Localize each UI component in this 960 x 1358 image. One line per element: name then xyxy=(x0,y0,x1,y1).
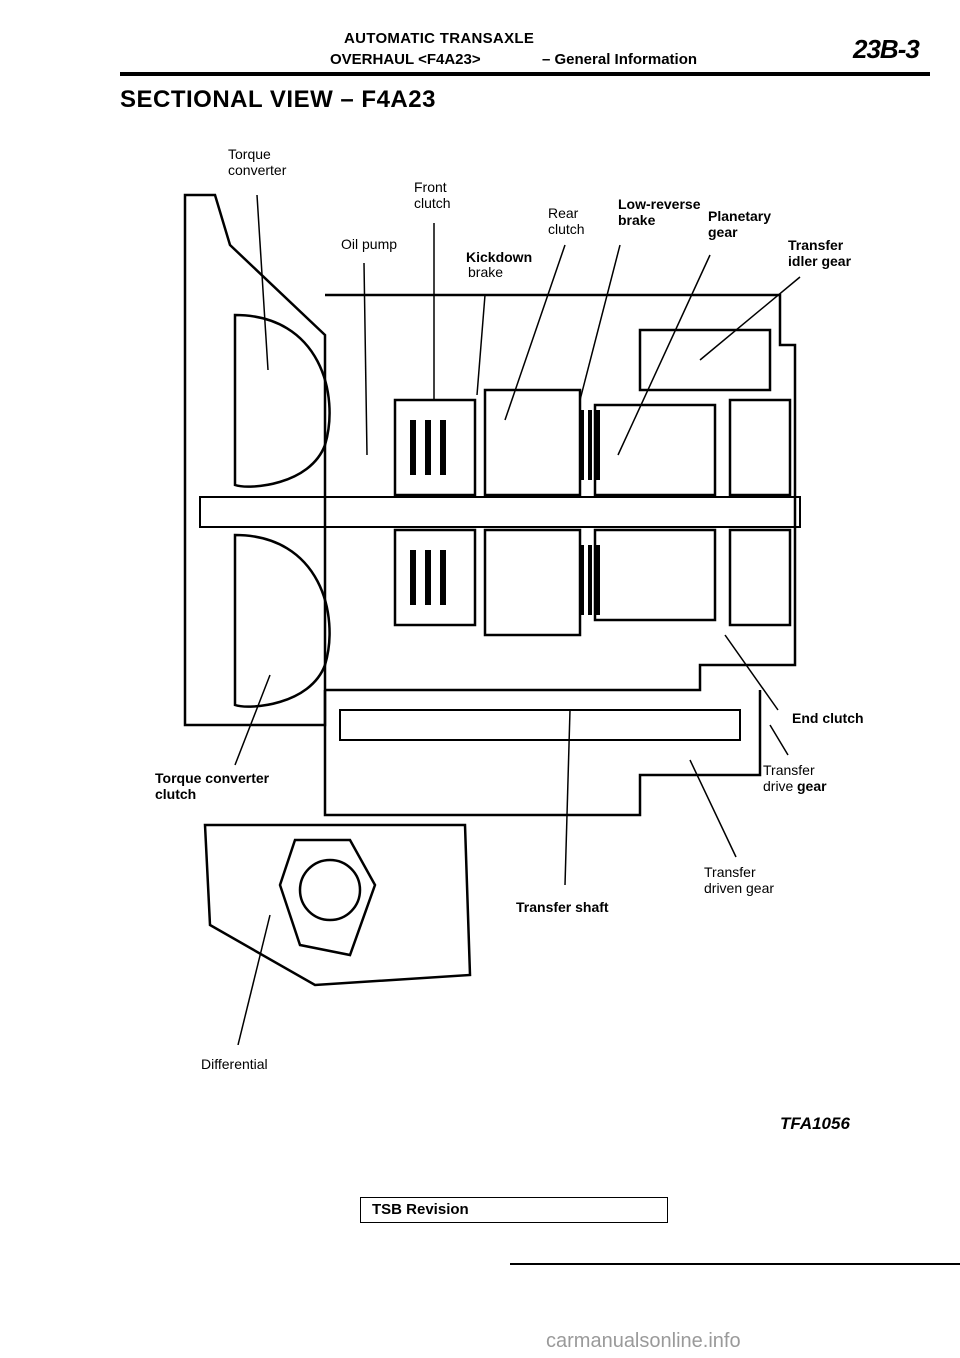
label-transfer-drive-gear: gear xyxy=(797,778,827,794)
header-title: AUTOMATIC TRANSAXLE xyxy=(344,30,535,47)
label-torque-converter-clutch: Torque converter clutch xyxy=(155,770,270,802)
label-end-clutch: End clutch xyxy=(792,710,864,726)
label-kickdown-brake: brake xyxy=(468,264,504,280)
label-front-clutch: Front clutch xyxy=(414,179,451,211)
label-transfer-drive: Transfer drive xyxy=(763,762,815,794)
label-low-reverse-brake: Low-reverse brake xyxy=(618,196,701,228)
label-torque-converter: Torque converter xyxy=(228,146,287,178)
header-subtitle: OVERHAUL <F4A23> xyxy=(330,51,481,68)
tsb-revision-label: TSB Revision xyxy=(372,1201,469,1218)
footer-rule xyxy=(510,1263,960,1265)
watermark-text: carmanualsonline.info xyxy=(546,1330,741,1352)
label-rear-clutch: Rear clutch xyxy=(548,205,585,237)
sectional-view-diagram xyxy=(183,193,801,1045)
header-info: – General Information xyxy=(542,51,698,68)
tsb-revision-box xyxy=(360,1197,668,1223)
label-planetary-gear: Planetary gear xyxy=(708,208,772,240)
label-transfer-driven-gear: Transfer driven gear xyxy=(704,864,775,896)
label-kickdown: Kickdown xyxy=(466,249,533,265)
header-rule xyxy=(120,72,930,76)
page-code: 23B-3 xyxy=(853,34,920,64)
label-differential: Differential xyxy=(201,1056,268,1072)
label-oil-pump: Oil pump xyxy=(341,236,398,252)
label-transfer-shaft: Transfer shaft xyxy=(516,899,609,915)
figure-code: TFA1056 xyxy=(780,1114,850,1133)
section-title: SECTIONAL VIEW – F4A23 xyxy=(120,86,436,113)
label-transfer-idler-gear: Transfer idler gear xyxy=(788,237,852,269)
